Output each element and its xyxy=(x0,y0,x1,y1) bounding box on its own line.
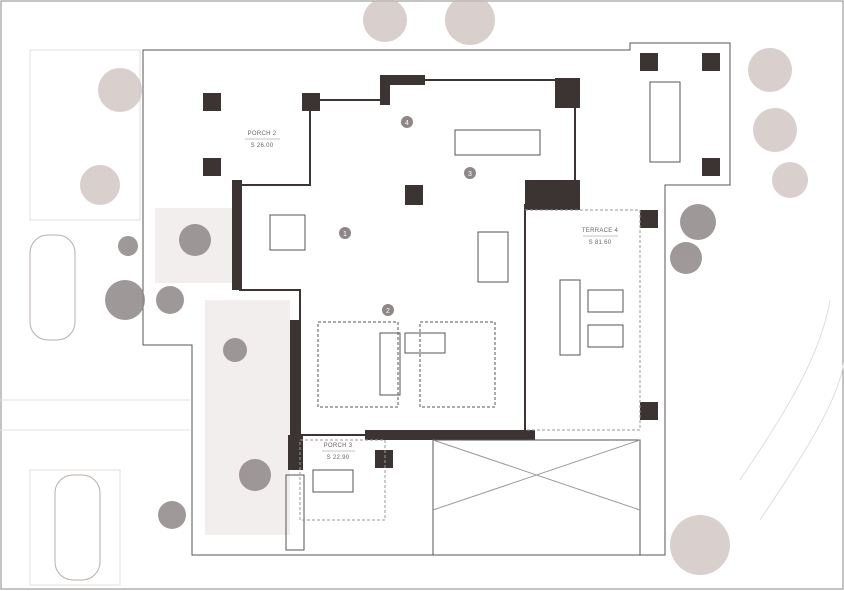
columns xyxy=(203,53,720,468)
svg-text:4: 4 xyxy=(405,120,409,127)
svg-text:TERRACE 4: TERRACE 4 xyxy=(582,228,619,234)
svg-text:2: 2 xyxy=(386,308,390,315)
room-marker-3: 3 xyxy=(464,167,476,179)
svg-text:1: 1 xyxy=(343,231,347,238)
svg-text:S 26.00: S 26.00 xyxy=(251,143,274,149)
palm-icon xyxy=(80,0,808,575)
room-marker-4: 4 xyxy=(401,116,413,128)
pool xyxy=(432,439,641,556)
room-label-porch-3: PORCH 3 S 22.90 xyxy=(322,443,355,461)
svg-text:S 81.60: S 81.60 xyxy=(589,240,612,246)
terrace-outline xyxy=(525,209,641,431)
room-label-porch-2: PORCH 2 S 26.00 xyxy=(245,131,280,149)
room-marker-1: 1 xyxy=(339,227,351,239)
svg-text:S 22.90: S 22.90 xyxy=(327,455,350,461)
furniture xyxy=(269,81,681,551)
svg-text:3: 3 xyxy=(468,171,472,178)
garden-area xyxy=(205,300,290,535)
room-label-terrace-4: TERRACE 4 S 81.60 xyxy=(582,228,619,246)
walls xyxy=(232,75,580,470)
plot-outline xyxy=(142,42,731,556)
svg-text:PORCH 3: PORCH 3 xyxy=(324,443,353,449)
svg-text:PORCH 2: PORCH 2 xyxy=(248,131,277,137)
tree-icon xyxy=(105,204,716,529)
site-context xyxy=(0,49,844,586)
room-marker-2: 2 xyxy=(382,304,394,316)
porch-3-outline xyxy=(299,439,386,521)
car-icon xyxy=(29,234,101,581)
